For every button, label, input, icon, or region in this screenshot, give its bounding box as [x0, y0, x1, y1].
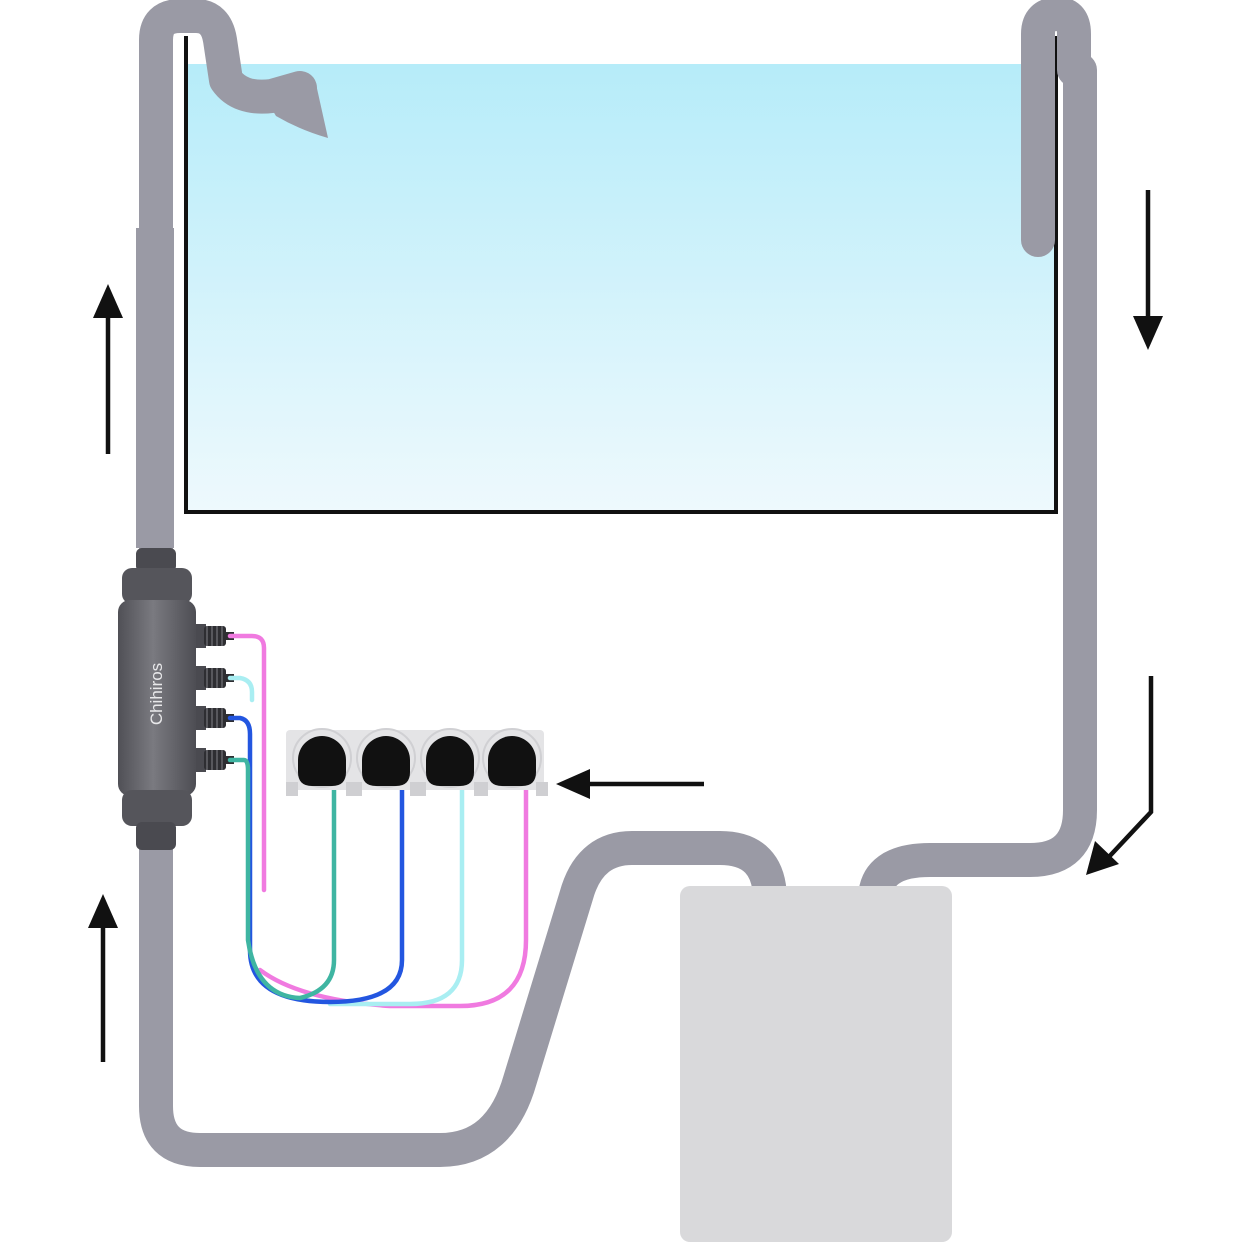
- hose-fitting-icon: [196, 706, 234, 730]
- reactor-top-fitting: [136, 548, 176, 572]
- overflow-pipe: [858, 0, 1097, 917]
- reactor-bottom-collar: [122, 790, 192, 826]
- tube-light-cyan-return: [327, 787, 465, 1007]
- flow-arrow-icon: [93, 284, 123, 454]
- overflow-intake: [1024, 70, 1046, 242]
- tube-pink: [227, 633, 267, 893]
- return-pipe-upper-section: [136, 228, 174, 548]
- dosing-pump: [286, 728, 548, 796]
- tube-teal: [227, 757, 337, 1001]
- sump-box: [680, 886, 952, 1242]
- flow-arrow-icon: [88, 894, 118, 1062]
- reactor-unit: Chihiros: [118, 548, 234, 850]
- reactor-ports: [196, 624, 234, 772]
- sump: [680, 886, 952, 1242]
- tank-outline: [184, 36, 1058, 514]
- reactor-bottom-fitting: [136, 822, 176, 850]
- tube-light-cyan: [227, 675, 255, 703]
- aquarium-tank: [184, 36, 1058, 514]
- dosing-tubes: [227, 633, 529, 1009]
- flow-arrow-icon: [1133, 190, 1163, 350]
- return-outlet-nozzle: [264, 75, 328, 138]
- peristaltic-pump-head-icon: [350, 728, 422, 796]
- flow-arrows: [88, 190, 1163, 1062]
- reactor-body: [118, 600, 196, 796]
- hose-fitting-icon: [196, 748, 234, 772]
- flow-arrow-icon: [1086, 676, 1154, 875]
- reactor-brand-label: Chihiros: [147, 663, 166, 725]
- return-pipe: [136, 0, 787, 1167]
- peristaltic-pump-head-icon: [286, 728, 358, 796]
- overflow-pipe-path: [858, 0, 1097, 917]
- hose-fitting-icon: [196, 666, 234, 690]
- pump-heads: [286, 728, 548, 796]
- peristaltic-pump-head-icon: [476, 728, 548, 796]
- reactor-top-collar: [122, 568, 192, 604]
- flow-arrow-icon: [556, 769, 704, 799]
- tube-pink-return: [257, 787, 529, 1009]
- return-pipe-path: [139, 0, 787, 1167]
- tank-water: [186, 64, 1056, 512]
